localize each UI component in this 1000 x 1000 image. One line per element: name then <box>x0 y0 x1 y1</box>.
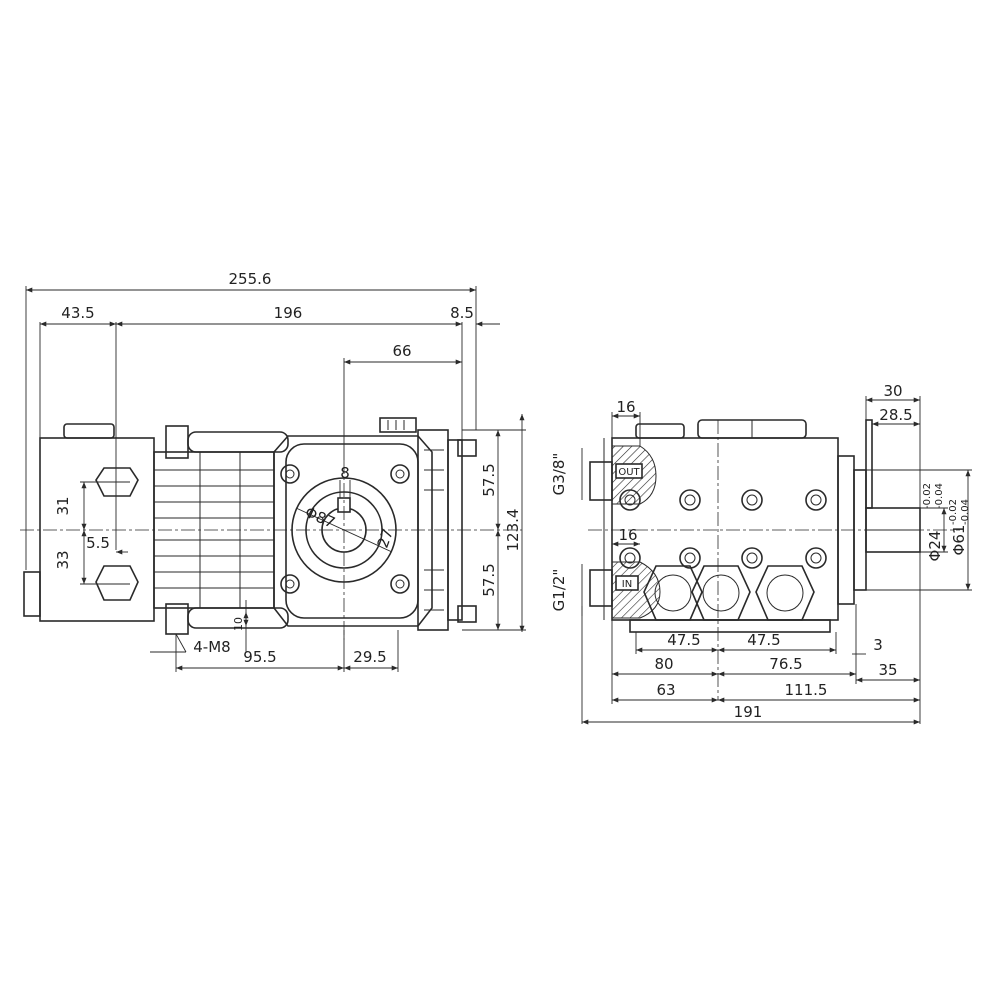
dim-bore-diameter: Φ87 <box>302 503 338 532</box>
end-view-bolts <box>619 489 827 569</box>
inlet-label: IN <box>622 579 632 590</box>
dim-shaft-tol-upper: -0.02 <box>922 483 933 509</box>
dim-center-to-flange: 76.5 <box>769 655 802 673</box>
dim-port-width-top: 16 <box>616 398 635 416</box>
dim-key-width: 8 <box>340 464 350 482</box>
dim-half-height-bottom: 57.5 <box>480 563 498 596</box>
dim-overall-length: 255.6 <box>229 270 272 288</box>
valve-cap-hex <box>755 565 815 621</box>
dim-key-height: 27 <box>374 526 397 550</box>
dim-body-length: 196 <box>274 304 303 322</box>
valve-cap-hex <box>691 565 751 621</box>
dim-mount-bolts: 4-M8 <box>193 638 230 656</box>
dim-shaft-to-flange: 66 <box>392 342 411 360</box>
dim-flange-tol-lower: -0.04 <box>960 499 971 525</box>
dim-flange-diameter: Φ61 <box>950 525 968 556</box>
dim-shaft-tol-lower: -0.04 <box>934 483 945 509</box>
gear-housing <box>273 435 433 627</box>
drive-shaft <box>865 419 921 553</box>
bolt-hole <box>390 574 410 594</box>
dim-shaft-length: 30 <box>883 382 902 400</box>
end-view: OUT IN <box>550 382 972 725</box>
dim-port-width-mid: 16 <box>618 526 637 544</box>
dim-inlet-port: G1/2" <box>550 569 568 612</box>
dim-head-offset: 43.5 <box>61 304 94 322</box>
dim-outlet-port: G3/8" <box>550 453 568 496</box>
crankcase-body <box>153 425 289 635</box>
dim-valve-pitch-right: 47.5 <box>747 631 780 649</box>
dim-foot-thickness: 10 <box>232 617 245 631</box>
dim-left-to-center: 80 <box>654 655 673 673</box>
bolt-hole <box>280 464 300 484</box>
outlet-label: OUT <box>618 467 640 478</box>
dim-shaft-diameter: Φ24 <box>926 531 944 562</box>
dim-base-right: 111.5 <box>785 681 828 699</box>
valve-cap-hex <box>643 565 703 621</box>
gear-flange <box>379 417 477 631</box>
dim-foot-spacing: 95.5 <box>243 648 276 666</box>
dim-half-height-top: 57.5 <box>480 463 498 496</box>
dim-base-left: 63 <box>656 681 675 699</box>
pump-head <box>23 423 155 622</box>
bolt-hole <box>390 464 410 484</box>
dim-shaft-collar: 3 <box>873 636 883 654</box>
dim-port-lower: 33 <box>54 550 72 569</box>
dim-shaft-key-length: 28.5 <box>879 406 912 424</box>
dim-flange-height: 123.4 <box>504 509 522 552</box>
dim-valve-pitch-left: 47.5 <box>667 631 700 649</box>
bolt-hole <box>280 574 300 594</box>
dim-shaft-extension: 35 <box>878 661 897 679</box>
dim-flange-offset: 8.5 <box>450 304 474 322</box>
dim-foot-to-shaft: 29.5 <box>353 648 386 666</box>
dim-flange-tol-upper: -0.02 <box>948 499 959 525</box>
dim-overall-width: 191 <box>734 703 763 721</box>
side-view: 255.6 43.5 196 8.5 66 8 Φ87 27 57.5 57.5… <box>20 270 526 672</box>
upper-port-hex <box>95 467 139 497</box>
lower-port-hex <box>95 565 139 601</box>
dim-port-offset: 5.5 <box>86 534 110 552</box>
dim-port-upper: 31 <box>54 496 72 515</box>
